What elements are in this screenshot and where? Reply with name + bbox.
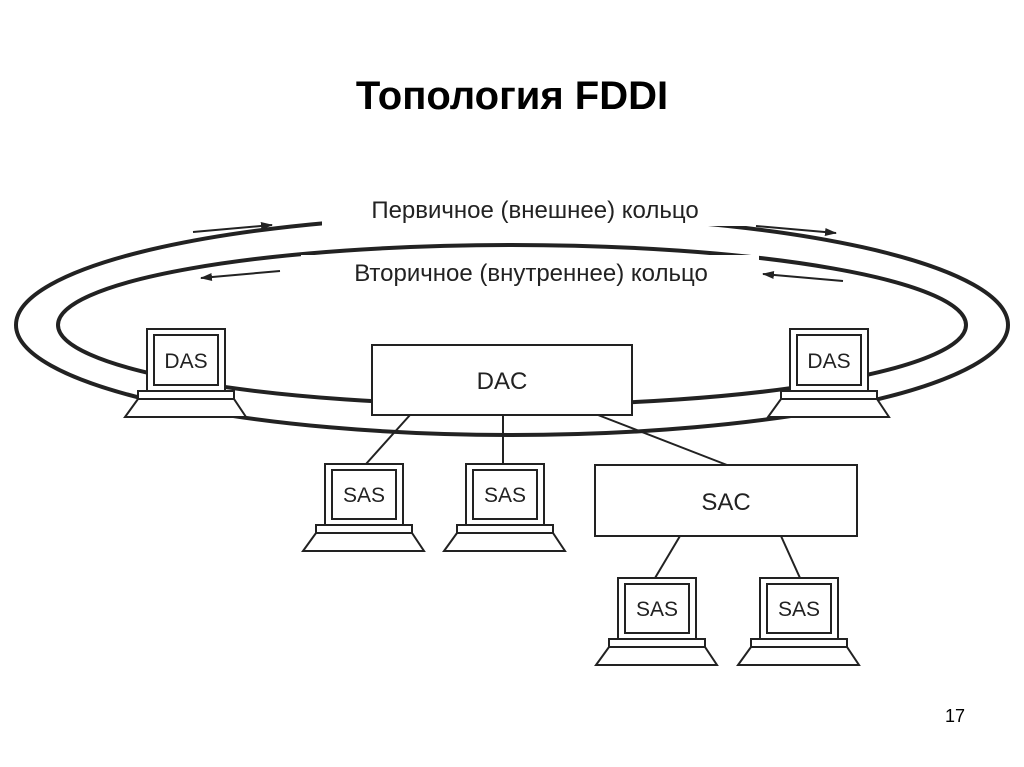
page-number: 17 <box>944 706 966 726</box>
sas-1-label: SAS <box>343 484 385 507</box>
secondary-ring-label: Вторичное (внутреннее) кольцо <box>354 260 708 287</box>
secondary-ring-arrow-left <box>200 270 281 282</box>
monitor-screen <box>796 334 862 386</box>
monitor-base <box>780 390 878 400</box>
primary-ring-arrow-right <box>755 225 837 237</box>
link-dac-sas1 <box>365 414 411 465</box>
link-dac-sac <box>597 414 728 466</box>
monitor-screen <box>766 583 832 634</box>
station-sas-2: SAS <box>442 463 567 552</box>
keyboard <box>301 532 426 552</box>
station-sas-3: SAS <box>594 577 719 666</box>
monitor-screen <box>153 334 219 386</box>
primary-ring-arrow-left <box>192 221 273 233</box>
link-sac-sas4 <box>780 535 801 579</box>
secondary-ring-label-bg <box>301 255 759 289</box>
keyboard <box>442 532 567 552</box>
slide-title: Топология FDDI <box>355 74 669 118</box>
monitor-base <box>137 390 235 400</box>
monitor-base <box>456 524 554 534</box>
sas-4-label: SAS <box>778 598 820 621</box>
station-sas-4: SAS <box>736 577 861 666</box>
das-left-label: DAS <box>164 350 207 373</box>
monitor-base <box>608 638 706 648</box>
station-das-left: DAS <box>123 328 248 418</box>
primary-ring-label-bg <box>322 192 748 226</box>
monitor-base <box>750 638 848 648</box>
sac-label: SAC <box>701 489 750 516</box>
monitor-base <box>315 524 413 534</box>
sas-3-label: SAS <box>636 598 678 621</box>
monitor-screen <box>472 469 538 520</box>
monitor-screen <box>624 583 690 634</box>
sac-box <box>594 464 858 537</box>
primary-ring-label: Первичное (внешнее) кольцо <box>371 197 698 224</box>
link-sac-sas3 <box>654 535 681 579</box>
keyboard <box>594 646 719 666</box>
dac-box <box>371 344 633 416</box>
secondary-ring-arrow-right <box>762 270 844 282</box>
keyboard <box>123 398 248 418</box>
keyboard <box>766 398 891 418</box>
das-right-label: DAS <box>807 350 850 373</box>
sas-2-label: SAS <box>484 484 526 507</box>
keyboard <box>736 646 861 666</box>
dac-label: DAC <box>477 368 528 395</box>
station-das-right: DAS <box>766 328 891 418</box>
station-sas-1: SAS <box>301 463 426 552</box>
monitor-screen <box>331 469 397 520</box>
